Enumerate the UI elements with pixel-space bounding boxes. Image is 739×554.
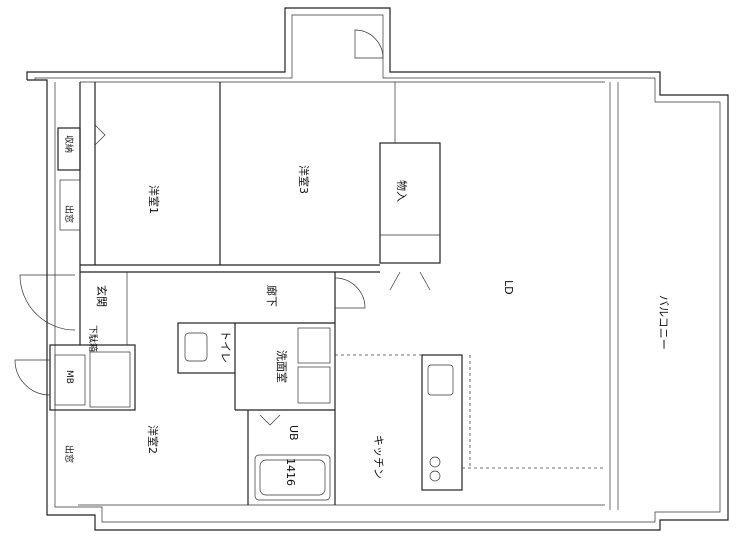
room-label-bay-window-lower: 出窓 — [63, 445, 75, 463]
room-label-bay-window-upper: 出窓 — [63, 205, 75, 223]
interior-walls — [49, 82, 605, 505]
doors — [14, 29, 431, 426]
room-label-entrance: 玄関 — [95, 285, 109, 307]
room-label-western2: 洋室2 — [146, 425, 160, 454]
room-label-balcony: バルコニー — [657, 295, 670, 350]
room-label-closet: 物入 — [395, 180, 409, 202]
room-label-ub: UB — [287, 425, 300, 441]
room-label-storage: 収納 — [63, 135, 75, 153]
bath-size-label: 1416 — [284, 458, 297, 486]
outer-walls — [26, 7, 729, 531]
room-label-mb: MB — [64, 370, 74, 384]
room-label-toilet: トイレ — [219, 330, 232, 363]
room-label-kitchen: キッチン — [372, 435, 385, 479]
room-label-western3: 洋室3 — [297, 165, 311, 194]
room-label-ld: LD — [502, 280, 515, 295]
room-label-shoe-box: 下駄箱 — [87, 325, 99, 352]
room-label-hallway: 廊下 — [265, 285, 279, 307]
room-label-washroom: 洗面室 — [275, 350, 289, 383]
room-label-western1: 洋室1 — [147, 185, 161, 214]
